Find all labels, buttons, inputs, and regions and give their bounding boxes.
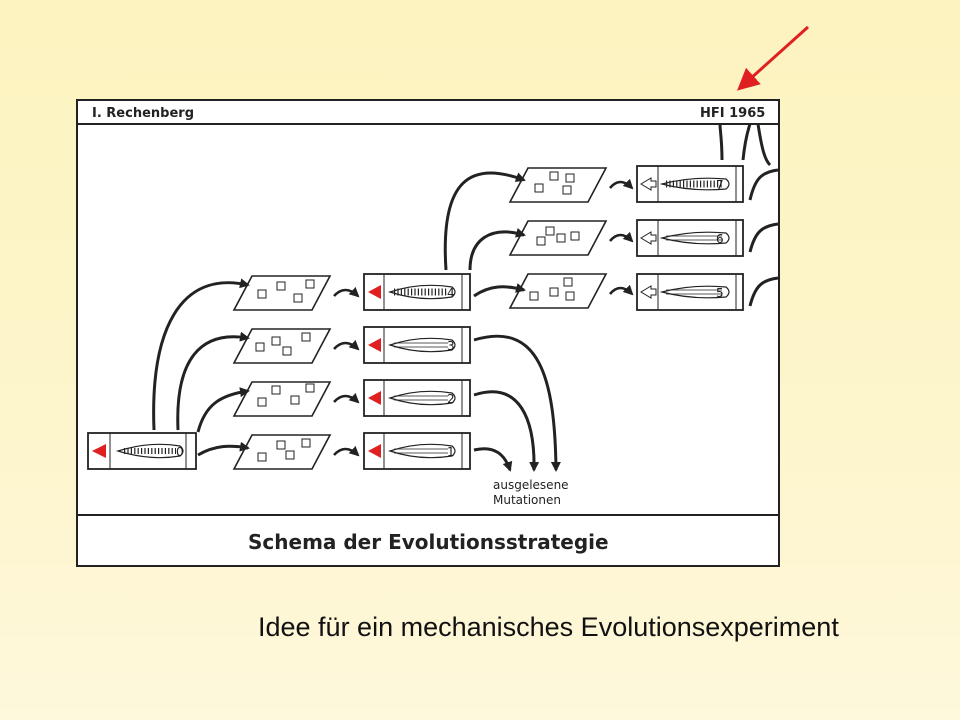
stamp-arrow-icon xyxy=(640,177,657,191)
stamp-arrow-icon xyxy=(368,444,381,458)
specimen-box: 2 xyxy=(363,379,471,417)
specimen-box: 4 xyxy=(363,273,471,311)
author-label: I. Rechenberg xyxy=(92,106,194,121)
specimen-box: 1 xyxy=(363,432,471,470)
stamp-arrow-icon xyxy=(640,231,657,245)
specimen-number: 6 xyxy=(716,232,724,246)
selection-arrows xyxy=(443,171,526,298)
stamp-arrow-icon xyxy=(368,391,381,405)
specimen-number: 3 xyxy=(447,339,455,353)
slide-caption: Idee für ein mechanisches Evolutionsexpe… xyxy=(258,612,839,642)
specimen-number: 1 xyxy=(447,445,455,459)
specimen-box: 7 xyxy=(636,165,744,203)
continuation-arrows xyxy=(718,123,779,307)
dice-panel xyxy=(508,167,608,203)
evaluation-arrows xyxy=(333,178,634,457)
specimen-number: 7 xyxy=(716,178,724,192)
dice-panel xyxy=(232,434,332,470)
dice-panel xyxy=(508,273,608,309)
diagram-title: Schema der Evolutionsstrategie xyxy=(248,530,609,554)
code-label: HFI 1965 xyxy=(700,106,765,121)
dice-panel xyxy=(232,275,332,311)
pointer-arrow xyxy=(737,25,810,91)
specimen-number: 4 xyxy=(447,286,455,300)
specimen-number: 2 xyxy=(447,392,455,406)
dice-panel xyxy=(232,328,332,364)
selected-mutations-line2: Mutationen xyxy=(493,493,561,507)
mutation-arrows xyxy=(152,278,250,457)
discard-arrows xyxy=(473,334,561,472)
stamp-arrow-icon xyxy=(92,444,106,458)
selected-mutations-line1: ausgelesene xyxy=(493,478,569,492)
dice-panel xyxy=(508,220,608,256)
stamp-arrow-icon xyxy=(640,285,657,299)
stamp-arrow-icon xyxy=(368,285,381,299)
specimen-number: 0 xyxy=(176,445,184,459)
specimen-number: 5 xyxy=(716,286,724,300)
specimen-box: 5 xyxy=(636,273,744,311)
dice-panel xyxy=(232,381,332,417)
parent-specimen-box: 0 xyxy=(87,432,197,470)
stamp-arrow-icon xyxy=(368,338,381,352)
specimen-box: 6 xyxy=(636,219,744,257)
specimen-box: 3 xyxy=(363,326,471,364)
